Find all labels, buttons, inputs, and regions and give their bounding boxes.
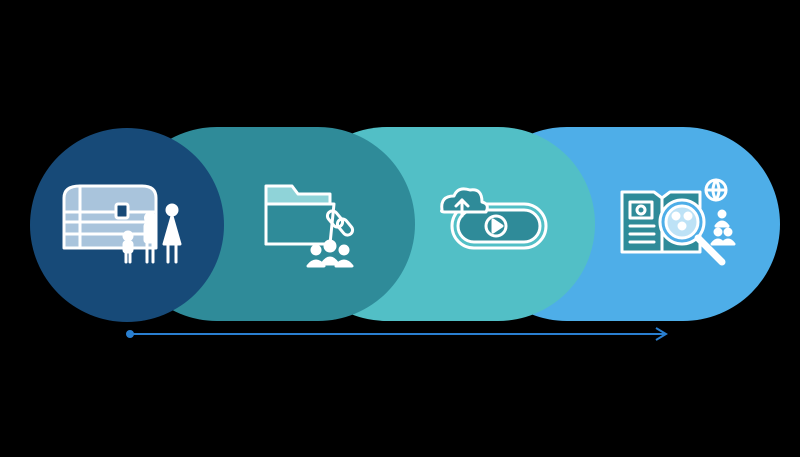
timeline-arrow [126, 327, 668, 341]
book-magnifier-community-icon [620, 178, 736, 266]
treasure-chest-family-icon [62, 184, 182, 264]
cloud-upload-video-icon [440, 187, 548, 250]
folder-link-people-icon [264, 184, 355, 268]
